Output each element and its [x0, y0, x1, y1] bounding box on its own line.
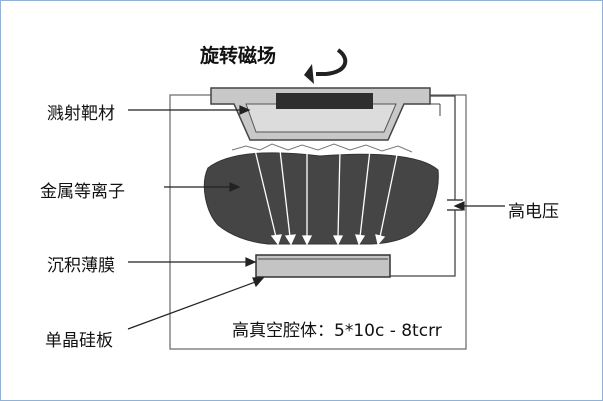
label-target: 溅射靶材 [47, 104, 115, 124]
label-substrate: 单晶硅板 [45, 331, 113, 351]
label-film: 沉积薄膜 [47, 256, 115, 276]
plasma-edge [231, 143, 413, 153]
label-voltage: 高电压 [508, 202, 559, 222]
deposition-arrows [254, 149, 399, 246]
diagram-title: 旋转磁场 [200, 45, 277, 67]
voltage-wire-top [430, 95, 456, 200]
chamber-note: 高真空腔体：5*10c - 8tcrr [232, 321, 442, 341]
substrate-plate [255, 254, 391, 278]
label-pointers [127, 105, 505, 330]
target-block [276, 93, 373, 109]
rotation-arrow-icon [316, 48, 348, 76]
voltage-wire-bottom [390, 210, 456, 277]
label-ions: 金属等离子 [40, 182, 125, 202]
metal-plasma [203, 152, 439, 245]
rotation-arrowhead-icon [304, 64, 314, 84]
